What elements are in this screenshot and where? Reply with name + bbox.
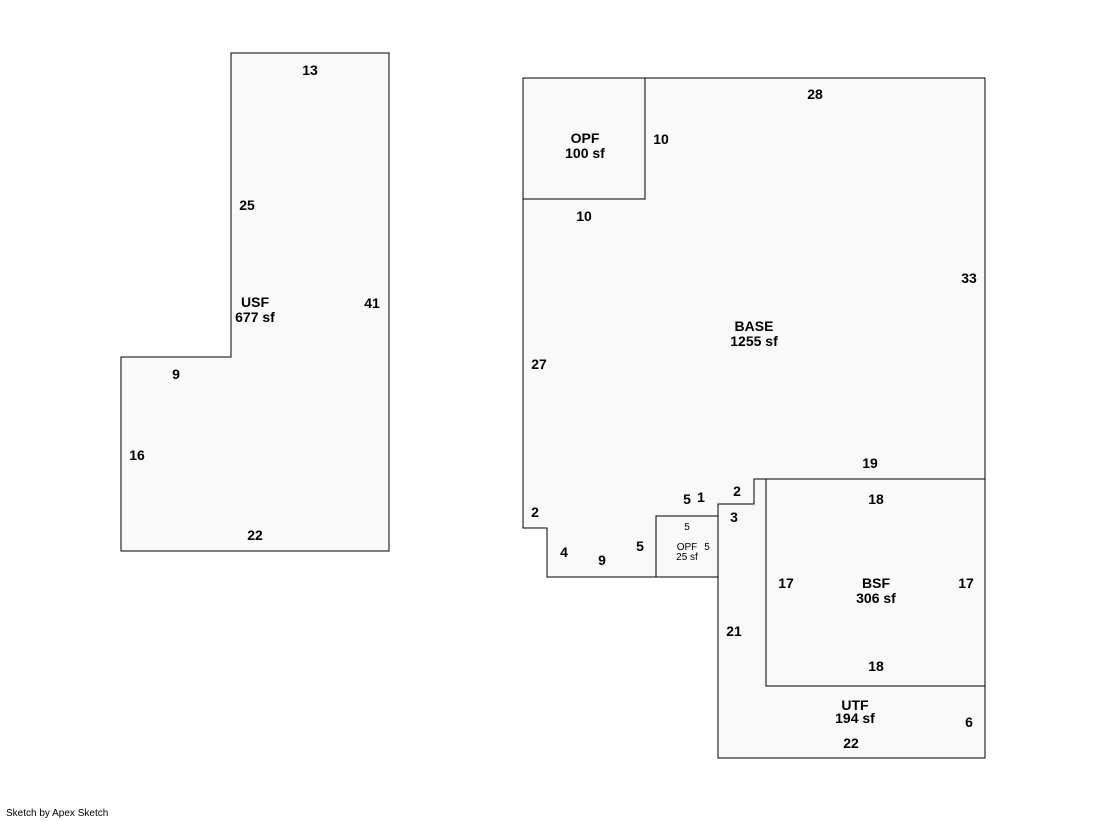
utf-dim-left: 21 [726, 623, 742, 639]
opf-top-dim-bottom: 10 [576, 208, 592, 224]
bsf-label: BSF [862, 575, 890, 591]
bsf-area: 306 sf [856, 590, 896, 606]
bsf-dim-left: 17 [778, 575, 794, 591]
base-dim-lower-right: 19 [862, 455, 878, 471]
usf-dim-left-lower: 16 [129, 447, 145, 463]
utf-label: UTF [841, 697, 869, 713]
usf-area: 677 sf [235, 309, 275, 325]
usf-dim-top: 13 [302, 62, 318, 78]
base-dim-step-3: 3 [730, 509, 738, 525]
usf-label: USF [241, 294, 269, 310]
base-dim-jog-bottom: 4 [560, 544, 568, 560]
opf-top-label: OPF [571, 130, 600, 146]
base-label: BASE [735, 318, 774, 334]
usf-outline [120, 52, 390, 552]
usf-dim-left-upper: 25 [239, 197, 255, 213]
base-dim-left: 27 [531, 356, 547, 372]
base-dim-right: 33 [961, 270, 977, 286]
opf-top-area: 100 sf [565, 145, 605, 161]
opf-top-outline [522, 77, 646, 200]
utf-area: 194 sf [835, 710, 875, 726]
opf-small-outline [655, 515, 719, 578]
usf-dim-step: 9 [172, 366, 180, 382]
base-dim-top: 28 [807, 86, 823, 102]
base-dim-opf-left: 5 [636, 538, 644, 554]
utf-dim-right: 6 [965, 714, 973, 730]
base-dim-step-1: 1 [697, 489, 705, 505]
opf-small-dim-top: 5 [684, 522, 690, 533]
base-dim-left-jog: 2 [531, 504, 539, 520]
usf-dim-bottom: 22 [247, 527, 263, 543]
opf-top-dim-right: 10 [653, 131, 669, 147]
bsf-dim-top: 18 [868, 491, 884, 507]
base-dim-bottom: 9 [598, 552, 606, 568]
opf-small-area: 25 sf [676, 552, 698, 563]
base-area: 1255 sf [730, 333, 778, 349]
opf-small-dim-right: 5 [704, 542, 710, 553]
sketch-credit: Sketch by Apex Sketch [6, 808, 109, 819]
opf-small-label: OPF [677, 542, 698, 553]
usf-dim-right: 41 [364, 295, 380, 311]
utf-dim-bottom: 22 [843, 735, 859, 751]
bsf-dim-right: 17 [958, 575, 974, 591]
base-dim-opf-top: 5 [683, 491, 691, 507]
bsf-dim-bottom: 18 [868, 658, 884, 674]
base-dim-step-2: 2 [733, 483, 741, 499]
